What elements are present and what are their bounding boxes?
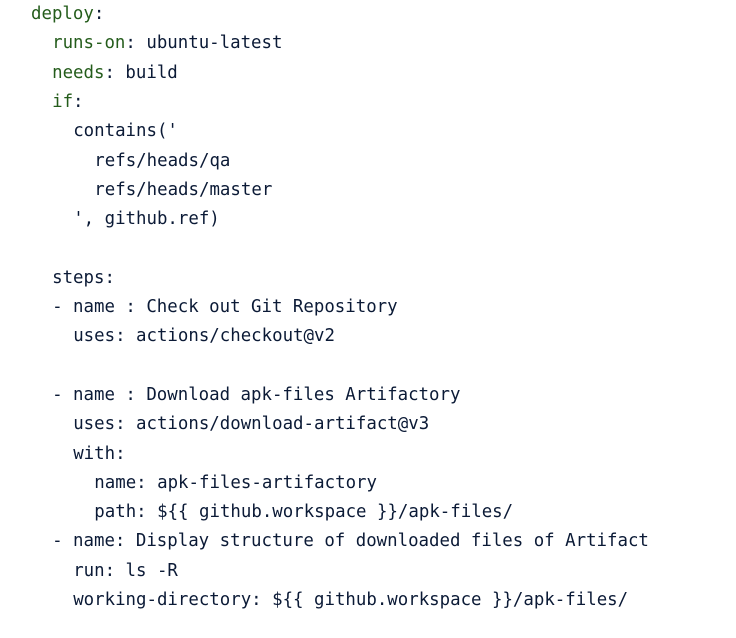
code-line: deploy: (31, 0, 104, 29)
yaml-key: if (52, 91, 74, 112)
yaml-value: - name : Download apk-files Artifactory (52, 384, 461, 405)
yaml-value: uses: actions/download-artifact@v3 (73, 414, 430, 435)
yaml-value: build (114, 62, 178, 83)
code-line: uses: actions/download-artifact@v3 (73, 410, 429, 439)
code-line: if: (52, 88, 83, 117)
code-line: path: ${{ github.workspace }}/apk-files/ (94, 498, 513, 527)
code-line: working-directory: ${{ github.workspace … (73, 586, 628, 615)
code-line: run: ls -R (73, 557, 178, 586)
code-line: - name: Display structure of downloaded … (52, 527, 649, 556)
yaml-separator: : (93, 4, 105, 24)
yaml-value: ', github.ref) (73, 209, 220, 230)
yaml-value: with: (73, 443, 126, 464)
code-line: refs/heads/master (94, 176, 272, 205)
yaml-value: working-directory: ${{ github.workspace … (73, 590, 629, 610)
yaml-value: path: ${{ github.workspace }}/apk-files/ (94, 502, 514, 523)
yaml-value: ubuntu-latest (135, 33, 283, 54)
yaml-value: steps: (52, 267, 115, 288)
code-line: uses: actions/checkout@v2 (73, 322, 335, 351)
yaml-value: contains(' (73, 121, 178, 142)
yaml-key: runs-on (52, 33, 126, 54)
code-line: ', github.ref) (73, 205, 220, 234)
code-line: name: apk-files-artifactory (94, 469, 377, 498)
yaml-separator: : (104, 62, 115, 83)
yaml-separator: : (73, 91, 84, 112)
yaml-value: refs/heads/qa (94, 150, 231, 171)
yaml-value: - name : Check out Git Repository (52, 297, 398, 317)
code-line: refs/heads/qa (94, 147, 230, 176)
yaml-value: refs/heads/master (94, 179, 273, 200)
yaml-value: run: ls -R (73, 560, 178, 581)
yaml-key: needs (52, 62, 105, 83)
yaml-separator: : (125, 33, 136, 54)
yaml-value: - name: Display structure of downloaded … (52, 531, 649, 552)
yaml-key: deploy (31, 4, 94, 24)
yaml-value: name: apk-files-artifactory (94, 472, 377, 493)
code-line: - name : Download apk-files Artifactory (52, 381, 460, 410)
code-line: runs-on: ubuntu-latest (52, 29, 282, 58)
code-line: - name : Check out Git Repository (52, 293, 398, 322)
code-line: contains(' (73, 117, 178, 146)
code-line: with: (73, 440, 125, 469)
yaml-value: uses: actions/checkout@v2 (73, 326, 335, 347)
code-line: steps: (52, 264, 115, 293)
code-line: needs: build (52, 59, 178, 88)
